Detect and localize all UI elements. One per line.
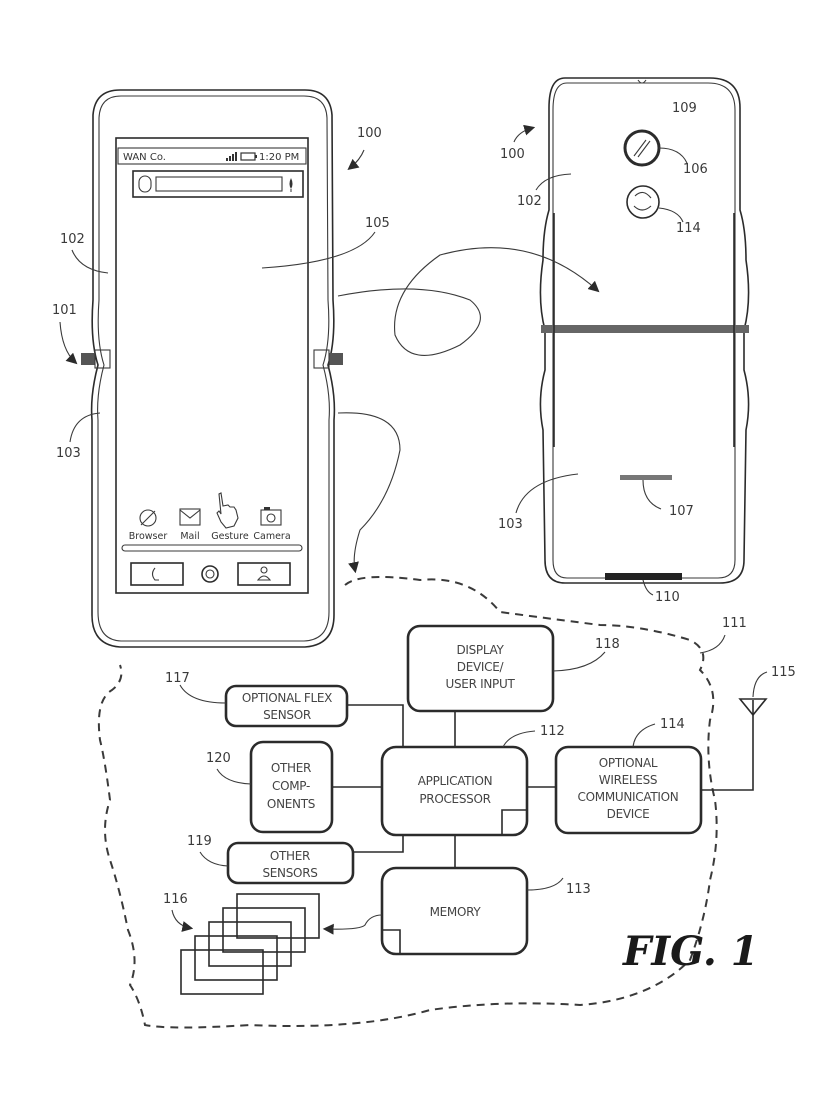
- port-110: [605, 573, 682, 580]
- ref-117: 117: [165, 671, 190, 686]
- ref-102-back: 102: [517, 194, 542, 209]
- fingerprint-sensor-114: [626, 185, 660, 219]
- hinge-right: [313, 349, 343, 369]
- svg-text:APPLICATION: APPLICATION: [418, 774, 493, 788]
- block-display-118: DISPLAY DEVICE/ USER INPUT: [406, 624, 555, 713]
- ref-120: 120: [206, 751, 231, 766]
- ref-109: 109: [672, 101, 697, 116]
- globe-icon: [139, 509, 157, 527]
- svg-text:DISPLAY: DISPLAY: [456, 643, 504, 657]
- dock-bar: [121, 544, 303, 552]
- front-housing-outer: [90, 89, 336, 648]
- ref-116: 116: [163, 892, 188, 907]
- block-other-components-120: OTHER COMP- ONENTS: [249, 740, 334, 834]
- front-device: WAN Co. 1:20 PM Browser Mail: [81, 89, 343, 648]
- svg-text:DEVICE: DEVICE: [607, 807, 650, 821]
- status-bar: [117, 147, 307, 165]
- ref-118: 118: [595, 637, 620, 652]
- camera-lens-106: [623, 129, 661, 167]
- svg-text:COMMUNICATION: COMMUNICATION: [578, 790, 679, 804]
- contact-button[interactable]: [237, 562, 291, 586]
- signal-icon: [226, 152, 237, 161]
- search-circle-icon: [138, 175, 152, 193]
- svg-text:OTHER: OTHER: [270, 849, 310, 863]
- contact-icon: [256, 566, 272, 581]
- back-housing-inner: [552, 82, 736, 579]
- ref-114-back: 114: [676, 221, 701, 236]
- fold-bar: [541, 325, 749, 333]
- svg-text:WIRELESS: WIRELESS: [599, 773, 657, 787]
- battery-icon: [240, 152, 257, 161]
- ref-100-back: 100: [500, 147, 525, 162]
- connectors: [332, 700, 754, 868]
- svg-text:OTHER: OTHER: [271, 761, 311, 775]
- block-other-sensors-119: OTHER SENSORS: [226, 841, 355, 885]
- app-label: Gesture: [211, 531, 249, 542]
- svg-text:DEVICE/: DEVICE/: [457, 660, 505, 674]
- svg-text:COMP-: COMP-: [272, 779, 310, 793]
- svg-text:PROCESSOR: PROCESSOR: [419, 792, 490, 806]
- svg-text:ONENTS: ONENTS: [267, 797, 315, 811]
- phone-button[interactable]: [130, 562, 184, 586]
- block-flex-sensor-117: OPTIONAL FLEX SENSOR: [224, 684, 349, 728]
- search-bar[interactable]: [132, 170, 304, 198]
- ref-119: 119: [187, 834, 212, 849]
- hand-pointer-icon: [216, 492, 239, 529]
- svg-text:USER INPUT: USER INPUT: [445, 677, 515, 691]
- ref-113: 113: [566, 882, 591, 897]
- status-carrier: WAN Co.: [123, 152, 166, 163]
- ref-110: 110: [655, 590, 680, 605]
- app-gesture[interactable]: Gesture: [211, 492, 249, 542]
- ref-100-front: 100: [357, 126, 382, 141]
- hinge-left: [81, 349, 111, 369]
- back-housing-outer: [539, 77, 750, 584]
- status-time: 1:20 PM: [259, 152, 299, 163]
- block-processor-112: APPLICATION PROCESSOR: [380, 745, 529, 837]
- svg-text:OPTIONAL: OPTIONAL: [599, 756, 658, 770]
- search-input[interactable]: [155, 176, 283, 192]
- envelope-icon: [179, 508, 201, 526]
- svg-text:MEMORY: MEMORY: [430, 905, 482, 919]
- ref-103-back: 103: [498, 517, 523, 532]
- ref-114: 114: [660, 717, 685, 732]
- ref-102-front: 102: [60, 232, 85, 247]
- microphone-icon: [289, 178, 293, 192]
- svg-text:SENSORS: SENSORS: [262, 866, 317, 880]
- phone-icon: [151, 567, 159, 581]
- ref-107: 107: [669, 504, 694, 519]
- app-label: Browser: [129, 531, 168, 542]
- ref-105: 105: [365, 216, 390, 231]
- home-button[interactable]: [201, 565, 219, 583]
- device-boundary-111: [97, 576, 718, 1029]
- speaker-grille-107: [620, 475, 672, 480]
- app-camera[interactable]: Camera: [253, 507, 291, 542]
- ref-112: 112: [540, 724, 565, 739]
- block-wireless-114: OPTIONAL WIRELESS COMMUNICATION DEVICE: [554, 745, 703, 835]
- front-screen: [115, 137, 309, 594]
- camera-icon: [260, 509, 282, 526]
- ref-111: 111: [722, 616, 747, 631]
- modules-stack-116: [180, 893, 320, 995]
- block-memory-113: MEMORY: [380, 866, 529, 956]
- ref-101: 101: [52, 303, 77, 318]
- app-label: Camera: [253, 531, 290, 542]
- rotation-arrow: [337, 247, 600, 356]
- front-housing-inner: [97, 95, 330, 642]
- back-device: [539, 77, 750, 584]
- app-label: Mail: [180, 531, 199, 542]
- app-mail[interactable]: Mail: [179, 508, 201, 542]
- ref-115: 115: [771, 665, 796, 680]
- ref-106: 106: [683, 162, 708, 177]
- ref-103-front: 103: [56, 446, 81, 461]
- svg-text:OPTIONAL FLEX: OPTIONAL FLEX: [242, 691, 332, 705]
- figure-label: FIG. 1: [622, 928, 759, 975]
- notch: [637, 79, 647, 84]
- app-browser[interactable]: Browser: [129, 509, 168, 542]
- memory-to-modules-arrow: [322, 914, 383, 935]
- detail-arrow: [337, 412, 401, 574]
- svg-text:SENSOR: SENSOR: [263, 708, 311, 722]
- home-icon: [205, 569, 215, 579]
- antenna-115: [738, 698, 768, 717]
